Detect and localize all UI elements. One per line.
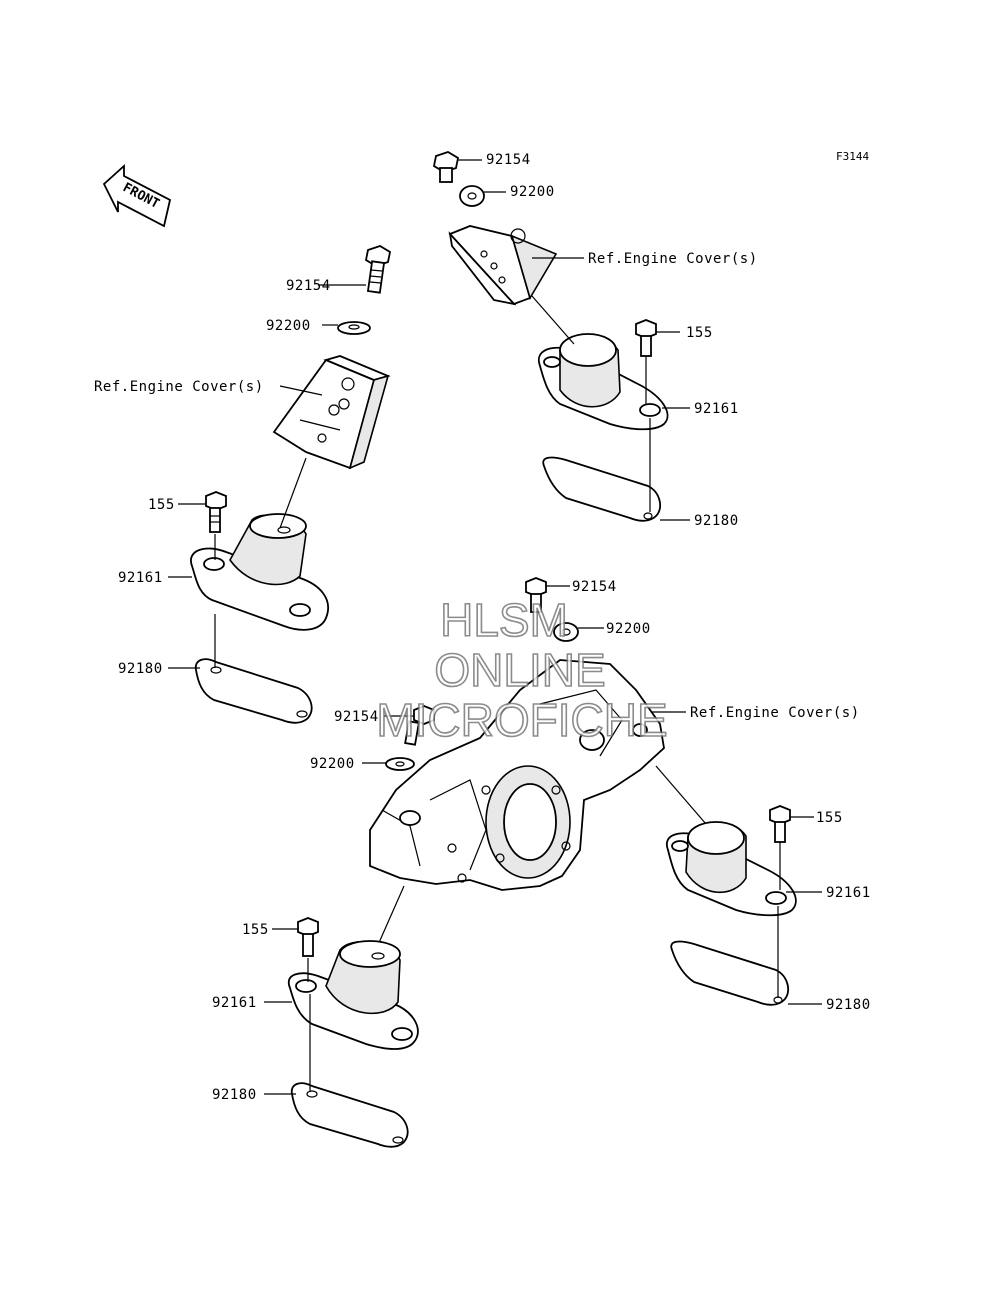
gasket-hole (306, 1090, 318, 1098)
label-155: 155 (816, 810, 843, 826)
label-155: 155 (686, 325, 713, 341)
bolt-155-icon (769, 805, 791, 843)
lower-right-mount-assembly: 155 92161 92180 (655, 765, 871, 1013)
engine-mount-92161-icon (665, 821, 797, 917)
upper-left-mount-assembly: 92154 92200 Ref.Engine Cover(s) 155 9216… (94, 245, 392, 724)
lower-left-mount-assembly: 155 92161 92180 (212, 885, 419, 1148)
upper-right-mount-assembly: 92154 92200 Ref.Engine Cover(s) 155 9216… (432, 151, 758, 529)
bolt-155-icon (635, 319, 657, 357)
label-ref-engine-cover: Ref.Engine Cover(s) (588, 251, 758, 267)
label-92200: 92200 (266, 318, 311, 334)
engine-mount-92161-icon (537, 333, 669, 431)
label-92154: 92154 (334, 709, 379, 725)
bolt-92154-icon (432, 151, 460, 183)
bolt-92154-icon (404, 705, 435, 746)
label-ref-engine-cover: Ref.Engine Cover(s) (690, 705, 860, 721)
watermark-line-3: MICROFICHE (376, 694, 667, 746)
label-92200: 92200 (510, 184, 555, 200)
front-arrow-icon: FRONT (102, 163, 172, 228)
label-92180: 92180 (694, 513, 739, 529)
washer-92200-icon (385, 757, 415, 771)
gasket-92180-icon (290, 1082, 409, 1148)
label-92161: 92161 (694, 401, 739, 417)
label-155: 155 (148, 497, 175, 513)
washer-92200-icon (337, 321, 371, 335)
label-92200: 92200 (310, 756, 355, 772)
watermark: HLSM ONLINE MICROFICHE (376, 593, 669, 747)
engine-cover-bracket-icon (448, 225, 558, 306)
gasket-92180-icon (542, 456, 662, 522)
washer-92200-icon (553, 622, 579, 642)
gasket-hole (296, 710, 308, 718)
label-92154: 92154 (486, 152, 531, 168)
engine-cover-assembly: 92154 92200 Ref.Engine Cover(s) 92154 92… (310, 577, 860, 891)
bolt-92154-icon (525, 577, 547, 613)
label-155: 155 (242, 922, 269, 938)
label-92161: 92161 (118, 570, 163, 586)
label-92154: 92154 (572, 579, 617, 595)
watermark-line-1: HLSM (440, 594, 568, 646)
label-92161: 92161 (826, 885, 871, 901)
label-92180: 92180 (826, 997, 871, 1013)
engine-mount-92161-icon (190, 513, 329, 631)
gasket-92180-icon (194, 658, 313, 724)
bolt-92154-icon (364, 245, 392, 294)
bolt-155-icon (205, 491, 227, 533)
engine-cover-bracket-icon (272, 355, 391, 470)
label-92180: 92180 (118, 661, 163, 677)
figure-code: F3144 (836, 150, 869, 163)
gasket-hole (392, 1136, 404, 1144)
gasket-92180-icon (670, 940, 790, 1006)
label-ref-engine-cover: Ref.Engine Cover(s) (94, 379, 264, 395)
label-92154: 92154 (286, 278, 331, 294)
label-92180: 92180 (212, 1087, 257, 1103)
label-92161: 92161 (212, 995, 257, 1011)
gasket-hole (643, 512, 653, 520)
watermark-line-2: ONLINE (434, 644, 605, 696)
label-92200: 92200 (606, 621, 651, 637)
engine-mount-92161-icon (287, 940, 419, 1050)
gasket-hole (210, 666, 222, 674)
washer-92200-icon (459, 185, 485, 207)
bolt-155-icon (297, 917, 319, 957)
